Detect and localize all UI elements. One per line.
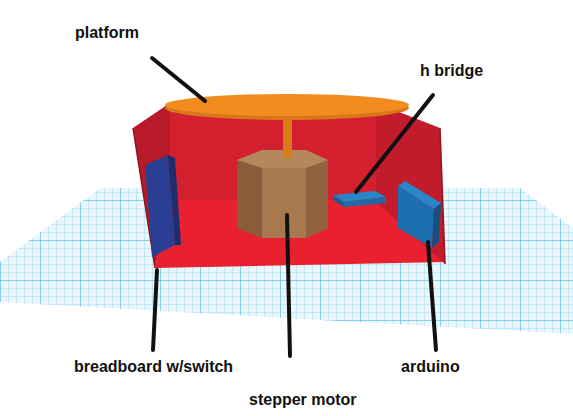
leader-line xyxy=(287,215,290,356)
h-bridge xyxy=(333,191,386,207)
leader-line xyxy=(428,242,436,350)
stepper-motor xyxy=(237,150,328,238)
right-wall xyxy=(376,103,445,264)
platform-assembly xyxy=(165,94,409,158)
leader-lines xyxy=(152,58,436,356)
leader-line xyxy=(152,58,205,101)
leader-line xyxy=(356,95,433,192)
part-label: platform xyxy=(75,24,139,42)
part-label: breadboard w/switch xyxy=(74,358,233,376)
breadboard xyxy=(145,155,181,257)
leader-line xyxy=(153,270,157,350)
part-label: stepper motor xyxy=(249,391,357,409)
arduino-board xyxy=(398,181,441,248)
part-label: h bridge xyxy=(420,62,483,80)
part-label: arduino xyxy=(401,358,460,376)
